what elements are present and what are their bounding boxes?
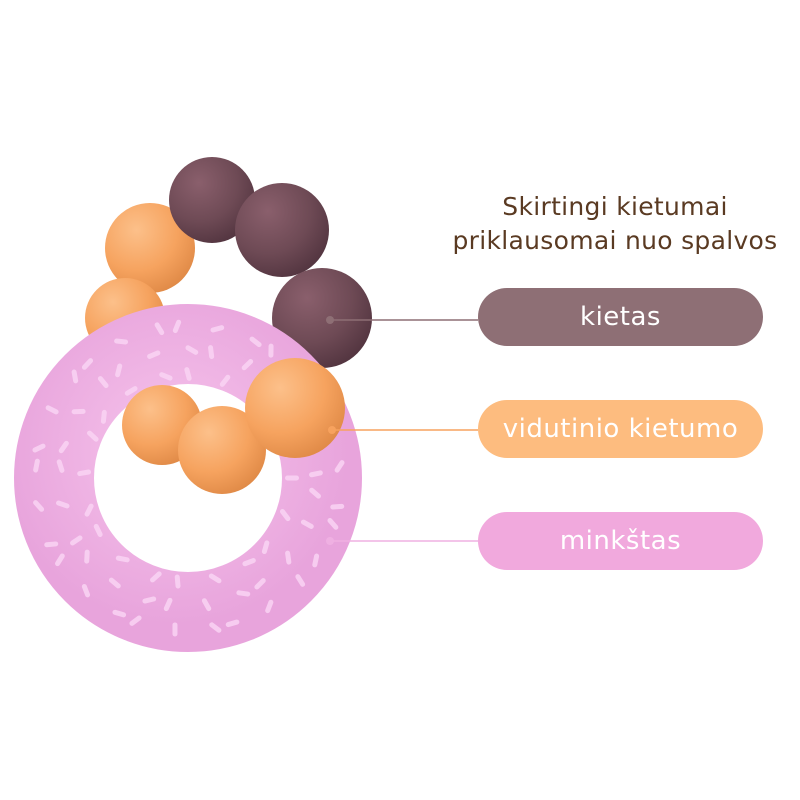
heading-line-2: priklausomai nuo spalvos bbox=[452, 226, 778, 255]
connector-dot-hard bbox=[326, 316, 334, 324]
sprinkle bbox=[210, 325, 225, 333]
sprinkle bbox=[295, 574, 306, 587]
sprinkle bbox=[115, 555, 130, 563]
sprinkle bbox=[201, 598, 212, 612]
orange-bead bbox=[245, 358, 345, 458]
sprinkle bbox=[84, 503, 94, 517]
sprinkle bbox=[241, 359, 254, 371]
orange-bead bbox=[178, 406, 266, 494]
sprinkle bbox=[112, 609, 127, 618]
sprinkle bbox=[327, 517, 339, 530]
sprinkle bbox=[84, 549, 90, 564]
sprinkle bbox=[242, 558, 256, 567]
sprinkle bbox=[97, 376, 109, 389]
sprinkle bbox=[249, 336, 262, 348]
sprinkle bbox=[114, 338, 129, 345]
sprinkle bbox=[56, 459, 65, 473]
sprinkle bbox=[81, 358, 94, 370]
sprinkle bbox=[261, 540, 270, 555]
sprinkle bbox=[33, 458, 40, 473]
orange-bead bbox=[105, 203, 195, 293]
sprinkle bbox=[254, 578, 266, 590]
label-medium: vidutinio kietumo bbox=[478, 400, 763, 458]
sprinkle bbox=[163, 597, 173, 612]
sprinkle bbox=[219, 374, 231, 387]
sprinkle bbox=[154, 322, 165, 336]
sprinkle bbox=[268, 343, 274, 358]
label-hard: kietas bbox=[478, 288, 763, 346]
label-soft: minkštas bbox=[478, 512, 763, 570]
sprinkle bbox=[58, 440, 69, 454]
hardness-heading: Skirtingi kietumai priklausomai nuo spal… bbox=[440, 190, 790, 258]
sprinkle bbox=[142, 596, 157, 604]
sprinkle bbox=[32, 443, 46, 453]
sprinkle bbox=[129, 615, 142, 626]
sprinkle bbox=[45, 405, 59, 415]
sprinkle bbox=[87, 430, 99, 442]
sprinkle bbox=[236, 590, 251, 597]
sprinkle bbox=[124, 386, 138, 396]
sprinkle bbox=[44, 541, 59, 548]
sprinkle bbox=[208, 573, 222, 584]
sprinkle bbox=[312, 553, 320, 568]
heading-line-1: Skirtingi kietumai bbox=[502, 192, 728, 221]
sprinkle bbox=[93, 523, 103, 537]
sprinkle bbox=[265, 599, 274, 614]
sprinkle bbox=[309, 487, 321, 499]
sprinkle bbox=[56, 500, 70, 509]
sprinkle bbox=[147, 350, 161, 359]
sprinkle bbox=[172, 622, 178, 637]
sprinkle bbox=[334, 460, 345, 473]
connector-dot-soft bbox=[326, 537, 334, 545]
sprinkle bbox=[77, 469, 92, 477]
plum-bead bbox=[169, 157, 255, 243]
sprinkle bbox=[330, 503, 345, 510]
sprinkle bbox=[174, 574, 181, 589]
sprinkle bbox=[185, 345, 199, 355]
sprinkle bbox=[309, 470, 323, 478]
sprinkle bbox=[300, 519, 314, 529]
sprinkle bbox=[70, 535, 83, 546]
sprinkle bbox=[33, 500, 45, 512]
connector-dot-medium bbox=[328, 426, 336, 434]
sprinkle bbox=[184, 367, 192, 381]
sprinkle bbox=[209, 622, 222, 633]
sprinkle bbox=[225, 619, 240, 628]
sprinkle bbox=[172, 319, 182, 334]
sprinkle bbox=[115, 363, 123, 378]
sprinkle bbox=[100, 409, 107, 424]
sprinkle bbox=[71, 369, 79, 384]
connector-lines bbox=[326, 316, 478, 545]
sprinkle bbox=[279, 508, 291, 522]
sprinkle bbox=[208, 345, 215, 360]
sprinkle bbox=[71, 408, 86, 415]
plum-bead bbox=[235, 183, 329, 277]
sprinkle bbox=[150, 571, 162, 583]
sprinkle bbox=[285, 475, 299, 481]
sprinkle bbox=[285, 550, 292, 565]
sprinkle bbox=[159, 372, 173, 381]
sprinkle bbox=[55, 553, 65, 567]
sprinkle bbox=[108, 577, 121, 589]
sprinkle bbox=[81, 583, 91, 598]
bead-chain-front bbox=[122, 358, 345, 494]
